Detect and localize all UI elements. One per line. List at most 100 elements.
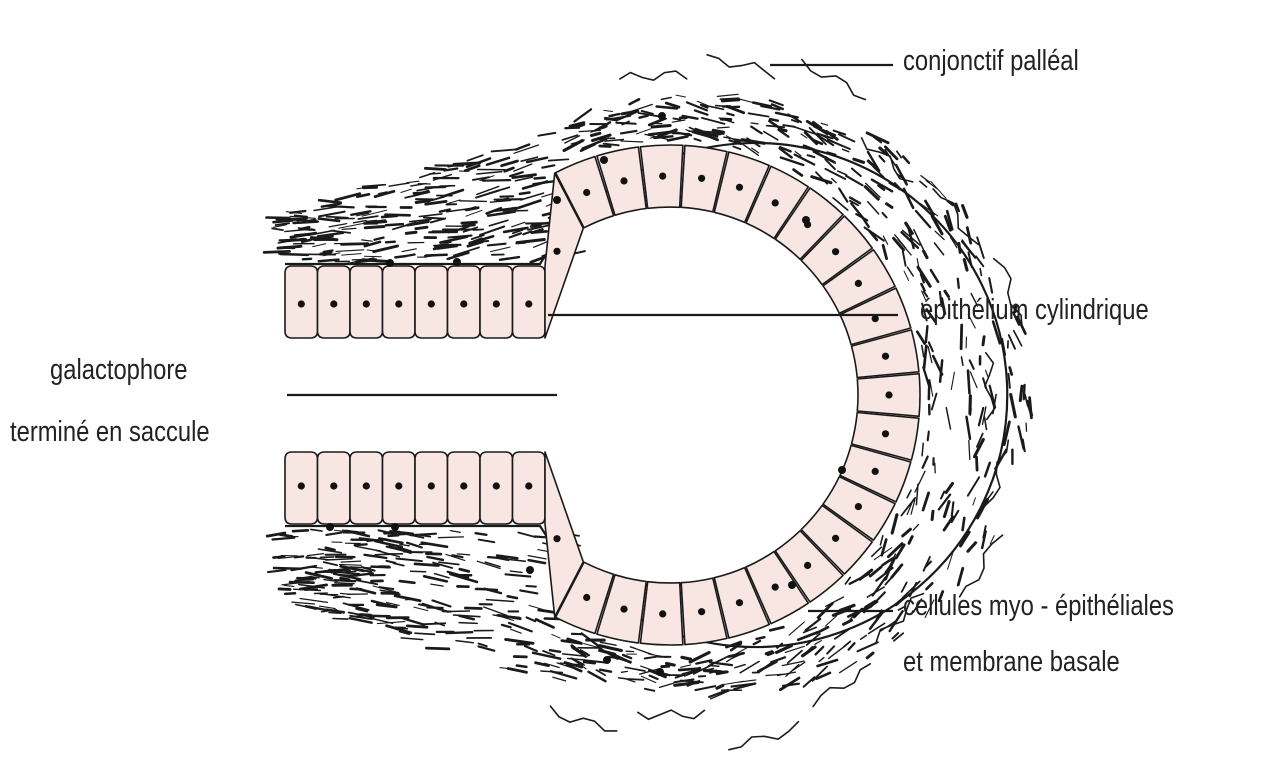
connective-fiber [776, 113, 798, 118]
connective-fiber [903, 529, 911, 536]
connective-fiber [309, 567, 322, 568]
connective-fiber [424, 576, 447, 581]
connective-fiber [553, 677, 566, 681]
connective-fiber [923, 493, 929, 510]
connective-fiber [526, 586, 536, 587]
epithelial-cell [640, 582, 683, 645]
cell-nucleus [395, 300, 402, 307]
connective-fiber [839, 189, 847, 202]
connective-fiber [844, 620, 852, 624]
connective-fiber [931, 270, 938, 282]
connective-fiber [550, 706, 616, 731]
connective-fiber [356, 546, 381, 551]
epithelial-cell [350, 266, 383, 338]
connective-fiber [682, 657, 691, 659]
cell-nucleus [298, 300, 305, 307]
cell-nucleus [330, 482, 337, 489]
cell-nucleus [583, 189, 590, 196]
connective-fiber [462, 222, 477, 223]
connective-fiber [916, 211, 930, 227]
myoepithelial-cell [656, 668, 664, 676]
myoepithelial-cell [391, 523, 399, 531]
connective-fiber [961, 325, 962, 349]
connective-fiber [621, 141, 643, 142]
connective-fiber [342, 575, 357, 576]
connective-fiber [492, 149, 518, 151]
connective-fiber [431, 584, 443, 586]
connective-fiber [968, 543, 976, 552]
epithelial-cell [448, 266, 481, 338]
connective-fiber [272, 228, 283, 230]
connective-fiber [389, 183, 409, 186]
connective-fiber [302, 240, 310, 242]
connective-fiber [695, 686, 715, 690]
cell-nucleus [772, 584, 779, 591]
connective-fiber [861, 635, 867, 639]
connective-fiber [480, 227, 504, 235]
cell-nucleus [460, 482, 467, 489]
connective-fiber [958, 279, 959, 288]
connective-fiber [897, 151, 902, 157]
cell-nucleus [460, 300, 467, 307]
connective-fiber [715, 132, 724, 134]
connective-fiber [400, 544, 409, 546]
connective-fiber [600, 146, 610, 147]
connective-fiber [821, 123, 827, 125]
connective-fiber [825, 616, 836, 626]
connective-fiber [351, 589, 362, 590]
cell-nucleus [882, 430, 889, 437]
connective-fiber [502, 625, 511, 627]
connective-fiber [414, 607, 428, 611]
myoepithelial-cell [802, 216, 810, 224]
connective-fiber [621, 671, 627, 672]
connective-fiber [432, 600, 450, 606]
connective-fiber [973, 498, 976, 505]
connective-fiber [751, 127, 762, 134]
connective-fiber [960, 535, 1003, 597]
connective-fiber [727, 113, 733, 115]
connective-fiber [958, 568, 963, 585]
connective-fiber [850, 574, 869, 584]
connective-fiber [600, 670, 611, 672]
connective-fiber [512, 222, 525, 227]
connective-fiber [1024, 385, 1025, 399]
connective-fiber [1011, 395, 1016, 417]
connective-fiber [852, 169, 861, 177]
cell-nucleus [872, 468, 879, 475]
connective-fiber [386, 224, 403, 225]
connective-fiber [903, 251, 906, 265]
cell-nucleus [885, 391, 892, 398]
connective-fiber [329, 224, 347, 227]
cell-nucleus [428, 300, 435, 307]
connective-fiber [335, 583, 354, 584]
connective-fiber [525, 646, 537, 651]
connective-fiber [488, 244, 506, 246]
connective-fiber [460, 201, 487, 202]
connective-fiber [372, 567, 390, 568]
connective-fiber [396, 559, 422, 562]
connective-fiber [904, 271, 909, 280]
connective-fiber [1014, 331, 1022, 346]
connective-fiber [989, 278, 992, 293]
connective-fiber [479, 540, 495, 543]
connective-fiber [516, 243, 526, 244]
connective-fiber [484, 607, 507, 615]
connective-fiber [477, 561, 500, 568]
connective-fiber [532, 232, 548, 233]
connective-fiber [729, 722, 799, 750]
connective-fiber [628, 679, 644, 680]
epithelial-cell [285, 452, 318, 524]
connective-fiber [770, 119, 778, 121]
epithelial-cell [415, 266, 448, 338]
connective-fiber [400, 581, 415, 583]
connective-fiber [529, 560, 546, 563]
connective-fiber [515, 201, 540, 210]
connective-fiber [520, 590, 537, 593]
connective-fiber [915, 471, 925, 492]
connective-fiber [403, 619, 424, 625]
label-galactophore: galactophore [50, 356, 188, 385]
connective-fiber [637, 129, 651, 134]
connective-fiber [341, 561, 360, 562]
connective-fiber [365, 227, 384, 228]
connective-fiber [783, 684, 799, 686]
